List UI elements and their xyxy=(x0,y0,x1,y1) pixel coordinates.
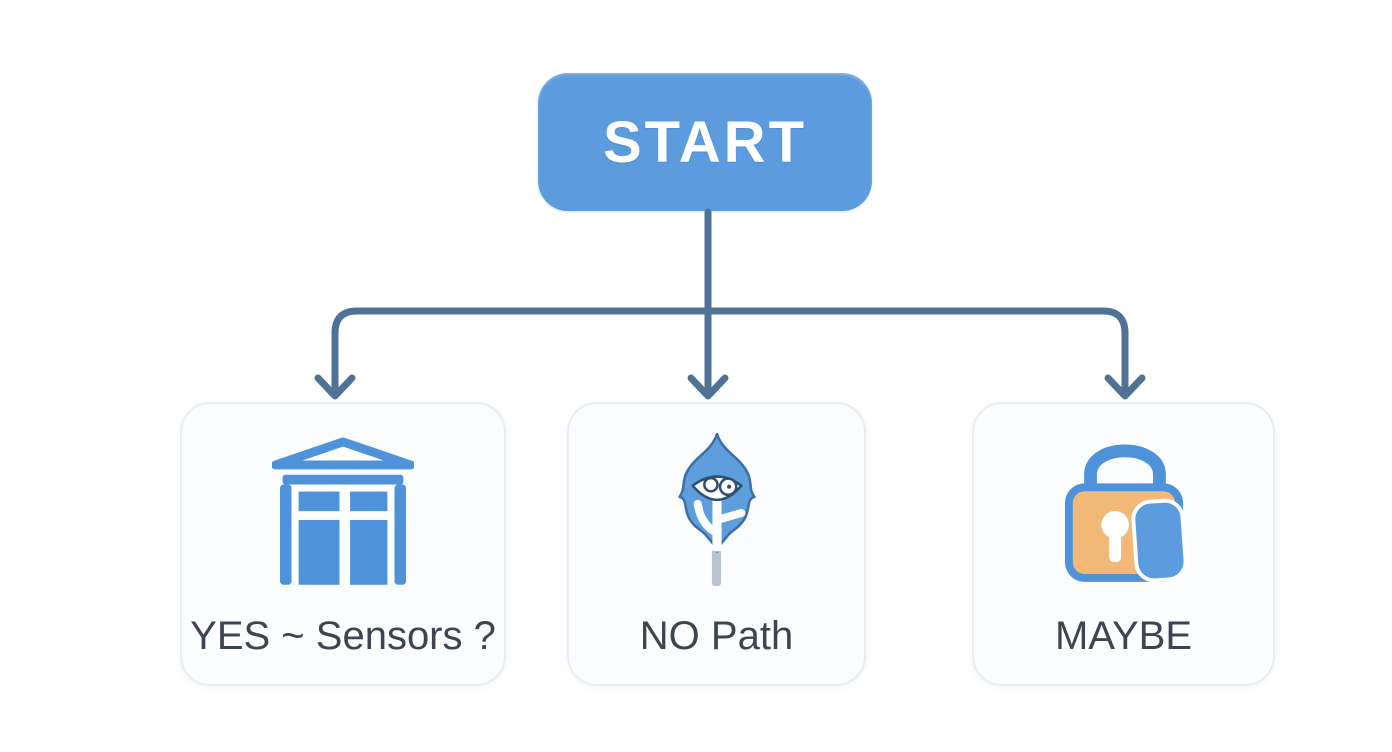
option-card-maybe[interactable]: MAYBE xyxy=(972,402,1275,686)
padlock-icon xyxy=(1060,430,1188,588)
branch-bar xyxy=(331,307,1129,392)
start-node[interactable]: START xyxy=(538,73,872,211)
option-card-no[interactable]: NO Path xyxy=(567,402,866,686)
option-label-maybe: MAYBE xyxy=(1054,614,1193,658)
arrowhead-left xyxy=(314,374,356,400)
leaf-eye-icon xyxy=(656,430,778,590)
option-card-yes[interactable]: YES ~ Sensors ? xyxy=(180,402,506,686)
option-label-yes: YES ~ Sensors ? xyxy=(190,614,496,658)
building-icon xyxy=(272,430,414,594)
option-label-no: NO Path xyxy=(639,614,794,658)
start-node-label: START xyxy=(602,109,807,175)
arrowhead-right xyxy=(1104,374,1146,400)
arrowhead-center xyxy=(687,374,729,400)
